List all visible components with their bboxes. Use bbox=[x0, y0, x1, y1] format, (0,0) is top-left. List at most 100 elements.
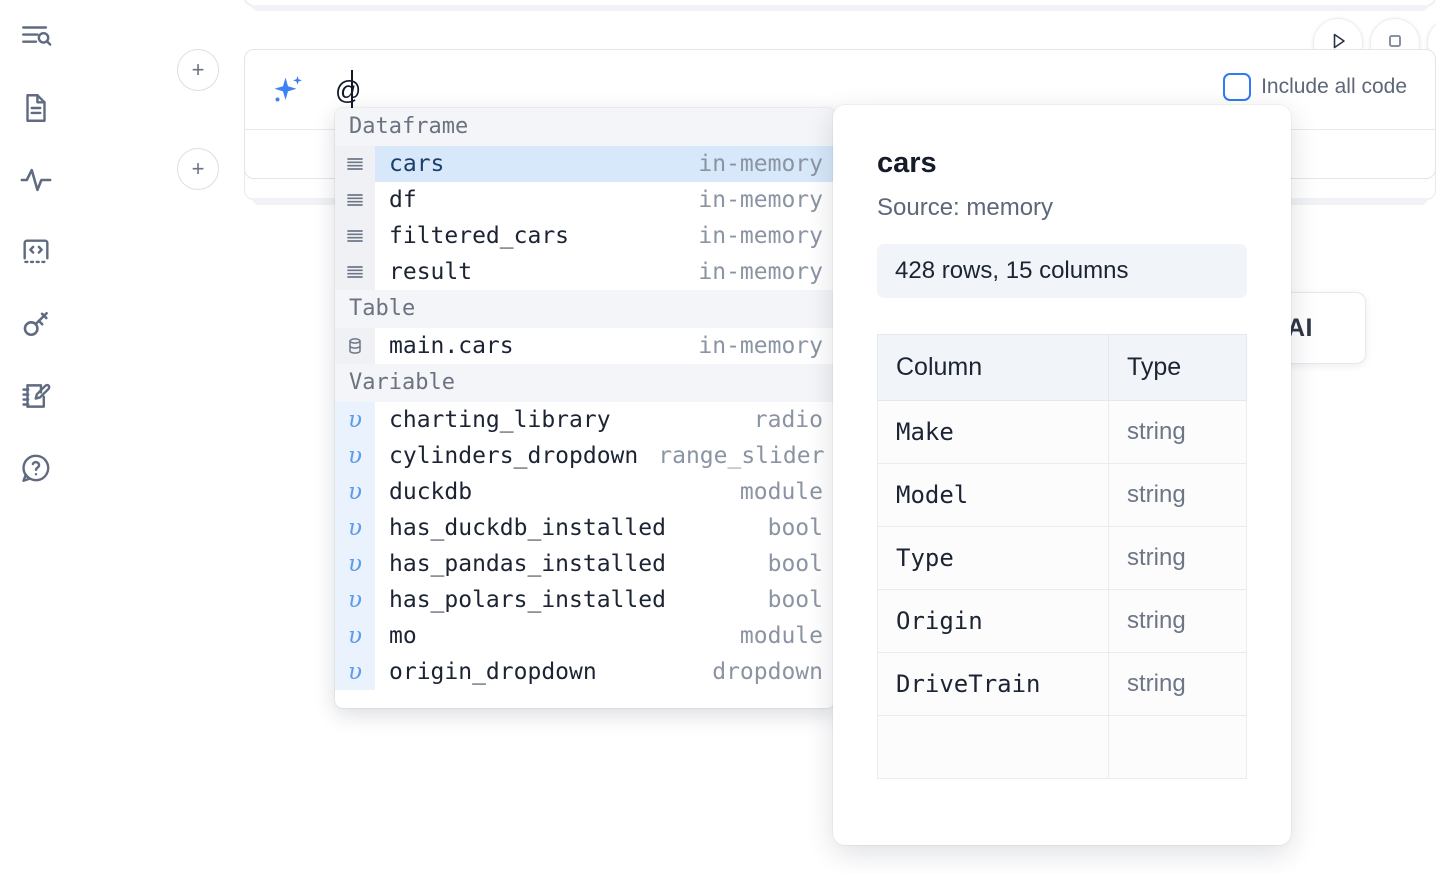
autocomplete-item-type: bool bbox=[767, 515, 823, 541]
activity-icon bbox=[19, 163, 53, 197]
autocomplete-item-name: cars bbox=[389, 151, 445, 177]
autocomplete-item-name: origin_dropdown bbox=[389, 659, 597, 685]
autocomplete-item[interactable]: df in-memory bbox=[335, 182, 835, 218]
variable-upsilon-icon: υ bbox=[335, 510, 375, 546]
autocomplete-item-body: has_polars_installed bool bbox=[375, 582, 835, 618]
autocomplete-item-type: range_slider bbox=[658, 443, 825, 469]
sidebar-item-explore-outline[interactable] bbox=[12, 12, 60, 60]
dataframe-rows-icon bbox=[335, 218, 375, 254]
autocomplete-item-type: in-memory bbox=[698, 223, 823, 249]
autocomplete-item-name: has_duckdb_installed bbox=[389, 515, 666, 541]
autocomplete-item-body: filtered_cars in-memory bbox=[375, 218, 835, 254]
autocomplete-item[interactable]: cars in-memory bbox=[335, 146, 835, 182]
autocomplete-item-type: in-memory bbox=[698, 187, 823, 213]
previous-cell-shadow bbox=[252, 5, 1428, 11]
include-all-code-label: Include all code bbox=[1261, 75, 1407, 98]
dataframe-preview-panel: cars Source: memory 428 rows, 15 columns… bbox=[833, 105, 1291, 845]
autocomplete-item[interactable]: υ origin_dropdown dropdown bbox=[335, 654, 835, 690]
code-snippets-icon bbox=[19, 235, 53, 269]
autocomplete-item-type: dropdown bbox=[712, 659, 823, 685]
variable-upsilon-icon: υ bbox=[335, 438, 375, 474]
plus-icon: + bbox=[191, 57, 205, 82]
autocomplete-item-body: df in-memory bbox=[375, 182, 835, 218]
variable-upsilon-icon: υ bbox=[335, 546, 375, 582]
autocomplete-item-name: df bbox=[389, 187, 417, 213]
stop-icon bbox=[1383, 29, 1407, 58]
autocomplete-item[interactable]: υ has_pandas_installed bool bbox=[335, 546, 835, 582]
table-cell-type: string bbox=[1108, 463, 1247, 527]
autocomplete-item[interactable]: υ has_duckdb_installed bool bbox=[335, 510, 835, 546]
autocomplete-item-body: has_pandas_installed bool bbox=[375, 546, 835, 582]
database-icon bbox=[335, 328, 375, 364]
dataframe-rows-icon bbox=[335, 254, 375, 290]
table-cell-type: string bbox=[1108, 589, 1247, 653]
preview-shape-badge: 428 rows, 15 columns bbox=[877, 244, 1247, 298]
ai-prompt-input[interactable]: @ bbox=[335, 75, 362, 105]
autocomplete-item-type: bool bbox=[767, 587, 823, 613]
explore-outline-icon bbox=[19, 19, 53, 53]
table-cell-type: string bbox=[1108, 652, 1247, 716]
column-header-type: Type bbox=[1108, 334, 1247, 401]
sidebar-item-files[interactable] bbox=[12, 84, 60, 132]
autocomplete-section-header: Variable bbox=[335, 364, 835, 402]
table-row bbox=[877, 715, 1247, 779]
sidebar-item-scratchpad[interactable] bbox=[12, 372, 60, 420]
add-cell-below-button[interactable]: + bbox=[177, 148, 219, 190]
autocomplete-item-name: charting_library bbox=[389, 407, 611, 433]
sidebar-item-snippets[interactable] bbox=[12, 228, 60, 276]
variable-upsilon-icon: υ bbox=[335, 474, 375, 510]
autocomplete-item-body: cylinders_dropdown range_slider bbox=[375, 438, 835, 474]
autocomplete-item-type: bool bbox=[767, 551, 823, 577]
sidebar-item-help[interactable] bbox=[12, 444, 60, 492]
variable-upsilon-icon: υ bbox=[335, 402, 375, 438]
autocomplete-item-name: mo bbox=[389, 623, 417, 649]
autocomplete-item[interactable]: υ has_polars_installed bool bbox=[335, 582, 835, 618]
autocomplete-item-name: duckdb bbox=[389, 479, 473, 505]
table-cell-column: DriveTrain bbox=[877, 652, 1109, 716]
sidebar-item-activity[interactable] bbox=[12, 156, 60, 204]
preview-title: cars bbox=[877, 147, 937, 179]
autocomplete-item-name: has_pandas_installed bbox=[389, 551, 666, 577]
autocomplete-item-type: in-memory bbox=[698, 151, 823, 177]
play-icon bbox=[1326, 29, 1350, 58]
table-header-row: Column Type bbox=[877, 334, 1247, 401]
autocomplete-item-type: in-memory bbox=[698, 259, 823, 285]
plus-icon: + bbox=[191, 156, 205, 181]
autocomplete-item[interactable]: υ charting_library radio bbox=[335, 402, 835, 438]
include-all-code-row: Include all code bbox=[1223, 73, 1407, 101]
autocomplete-item[interactable]: filtered_cars in-memory bbox=[335, 218, 835, 254]
autocomplete-item-name: has_polars_installed bbox=[389, 587, 666, 613]
variable-upsilon-icon: υ bbox=[335, 582, 375, 618]
variable-upsilon-icon: υ bbox=[335, 654, 375, 690]
variable-upsilon-icon: υ bbox=[335, 618, 375, 654]
autocomplete-item-type: radio bbox=[753, 407, 823, 433]
table-cell-column bbox=[877, 715, 1109, 779]
sidebar-item-secrets[interactable] bbox=[12, 300, 60, 348]
table-cell-column: Model bbox=[877, 463, 1109, 527]
autocomplete-item-name: filtered_cars bbox=[389, 223, 570, 249]
table-cell-type bbox=[1108, 715, 1247, 779]
autocomplete-item[interactable]: υ cylinders_dropdown range_slider bbox=[335, 438, 835, 474]
autocomplete-item-name: main.cars bbox=[389, 333, 514, 359]
table-cell-column: Make bbox=[877, 400, 1109, 464]
include-all-code-checkbox[interactable] bbox=[1223, 73, 1252, 101]
add-cell-above-button[interactable]: + bbox=[177, 49, 219, 91]
sparkle-icon bbox=[267, 70, 307, 110]
preview-source: Source: memory bbox=[877, 194, 1054, 221]
autocomplete-item-body: cars in-memory bbox=[375, 146, 835, 182]
dataframe-rows-icon bbox=[335, 182, 375, 218]
autocomplete-item-name: cylinders_dropdown bbox=[389, 443, 639, 469]
